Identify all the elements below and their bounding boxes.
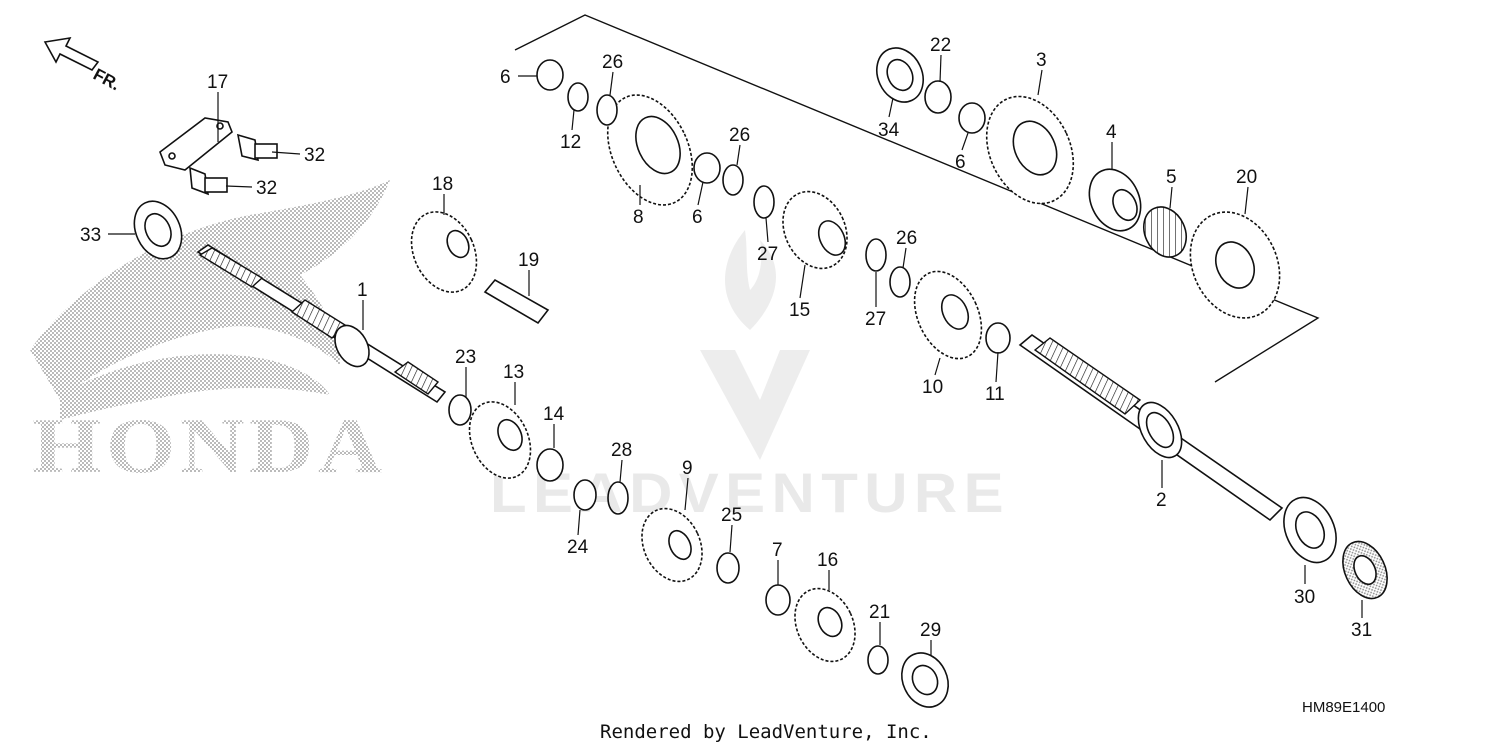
callout-22: 22	[930, 35, 951, 56]
bolt-32b	[189, 166, 228, 196]
callout-27b: 27	[865, 309, 886, 330]
callout-33: 33	[80, 225, 101, 246]
clip-27a	[753, 185, 775, 219]
bushing-7	[765, 584, 791, 616]
bushing-14	[536, 448, 564, 482]
callout-32a: 32	[304, 145, 325, 166]
callout-28: 28	[611, 440, 632, 461]
clip-28	[607, 481, 629, 515]
callout-10: 10	[922, 377, 943, 398]
bearing-34	[876, 47, 924, 103]
bushing-11	[985, 322, 1011, 354]
washer-12	[567, 82, 589, 112]
callout-34: 34	[878, 120, 900, 141]
callout-26c: 26	[896, 228, 917, 249]
callout-14: 14	[543, 404, 565, 425]
plate-17	[159, 117, 233, 171]
gear-13	[468, 401, 532, 479]
callout-26b: 26	[729, 125, 750, 146]
callout-6b: 6	[692, 207, 703, 228]
watermark: LEADVENTURE	[490, 230, 1010, 524]
callout-30: 30	[1294, 587, 1315, 608]
callout-23: 23	[455, 347, 476, 368]
bolt-32a	[236, 133, 278, 162]
callout-6a: 6	[500, 67, 511, 88]
shaft-19	[483, 278, 550, 325]
callout-1: 1	[357, 280, 368, 301]
washer-23	[448, 394, 472, 426]
gear-9	[641, 507, 703, 583]
callout-7: 7	[772, 540, 783, 561]
front-arrow-icon: FR.	[43, 36, 123, 95]
callout-leaders	[108, 54, 1363, 655]
gear-3	[985, 95, 1075, 205]
callout-19: 19	[518, 250, 539, 271]
callout-26a: 26	[602, 52, 623, 73]
washer-26b	[722, 164, 744, 196]
reference-code: HM89E1400	[1302, 699, 1385, 716]
callout-18: 18	[432, 174, 453, 195]
callout-4: 4	[1106, 122, 1117, 143]
mainshaft	[196, 244, 447, 404]
washer-26a	[596, 94, 618, 126]
washer-24	[573, 479, 597, 511]
callout-21: 21	[869, 602, 890, 623]
callout-16: 16	[817, 550, 838, 571]
clip-27b	[865, 238, 887, 272]
callout-24: 24	[567, 537, 589, 558]
bushing-6a	[536, 59, 564, 91]
callout-20: 20	[1236, 167, 1257, 188]
gear-8	[606, 94, 694, 206]
washer-22	[924, 80, 952, 114]
callout-25: 25	[721, 505, 742, 526]
callout-2: 2	[1156, 490, 1167, 511]
bushing-6c	[958, 102, 986, 134]
gear-16	[794, 587, 856, 663]
washer-25	[716, 552, 740, 584]
callout-9: 9	[682, 458, 693, 479]
callout-12: 12	[560, 132, 581, 153]
callout-11: 11	[985, 384, 1005, 405]
callout-31: 31	[1351, 620, 1372, 641]
bearing-33	[133, 200, 183, 260]
callout-13: 13	[503, 362, 524, 383]
countershaft	[1018, 333, 1284, 522]
callout-27a: 27	[757, 244, 778, 265]
bearing-29	[901, 652, 949, 708]
watermark-text: LEADVENTURE	[490, 461, 1010, 524]
brand-text: HONDA	[32, 402, 387, 489]
bearing-30	[1283, 496, 1337, 564]
credit-text: Rendered by LeadVenture, Inc.	[600, 721, 932, 743]
gear-10	[913, 270, 983, 360]
brand-logo: HONDA	[30, 180, 390, 489]
callout-3: 3	[1036, 50, 1047, 71]
callout-29: 29	[920, 620, 941, 641]
group-outline	[514, 14, 1320, 383]
callout-8: 8	[633, 207, 644, 228]
callout-labels: 1 2 3 4 5 6 6 6 7 8 9 10 11 12 13 14 15 …	[80, 35, 1372, 641]
washer-26c	[889, 266, 911, 298]
callout-6c: 6	[955, 152, 966, 173]
gear-18	[410, 211, 478, 293]
washer-21	[867, 645, 889, 675]
collar-4	[1088, 168, 1142, 232]
gear-15	[782, 190, 848, 270]
direction-label: FR.	[90, 65, 123, 95]
callout-5: 5	[1166, 167, 1177, 188]
gear-20	[1189, 211, 1281, 319]
callout-17: 17	[207, 72, 228, 93]
bushing-6b	[693, 152, 721, 184]
needle-bearing-5	[1143, 206, 1187, 258]
callout-15: 15	[789, 300, 810, 321]
seal-31	[1342, 540, 1388, 600]
callout-32b: 32	[256, 178, 277, 199]
